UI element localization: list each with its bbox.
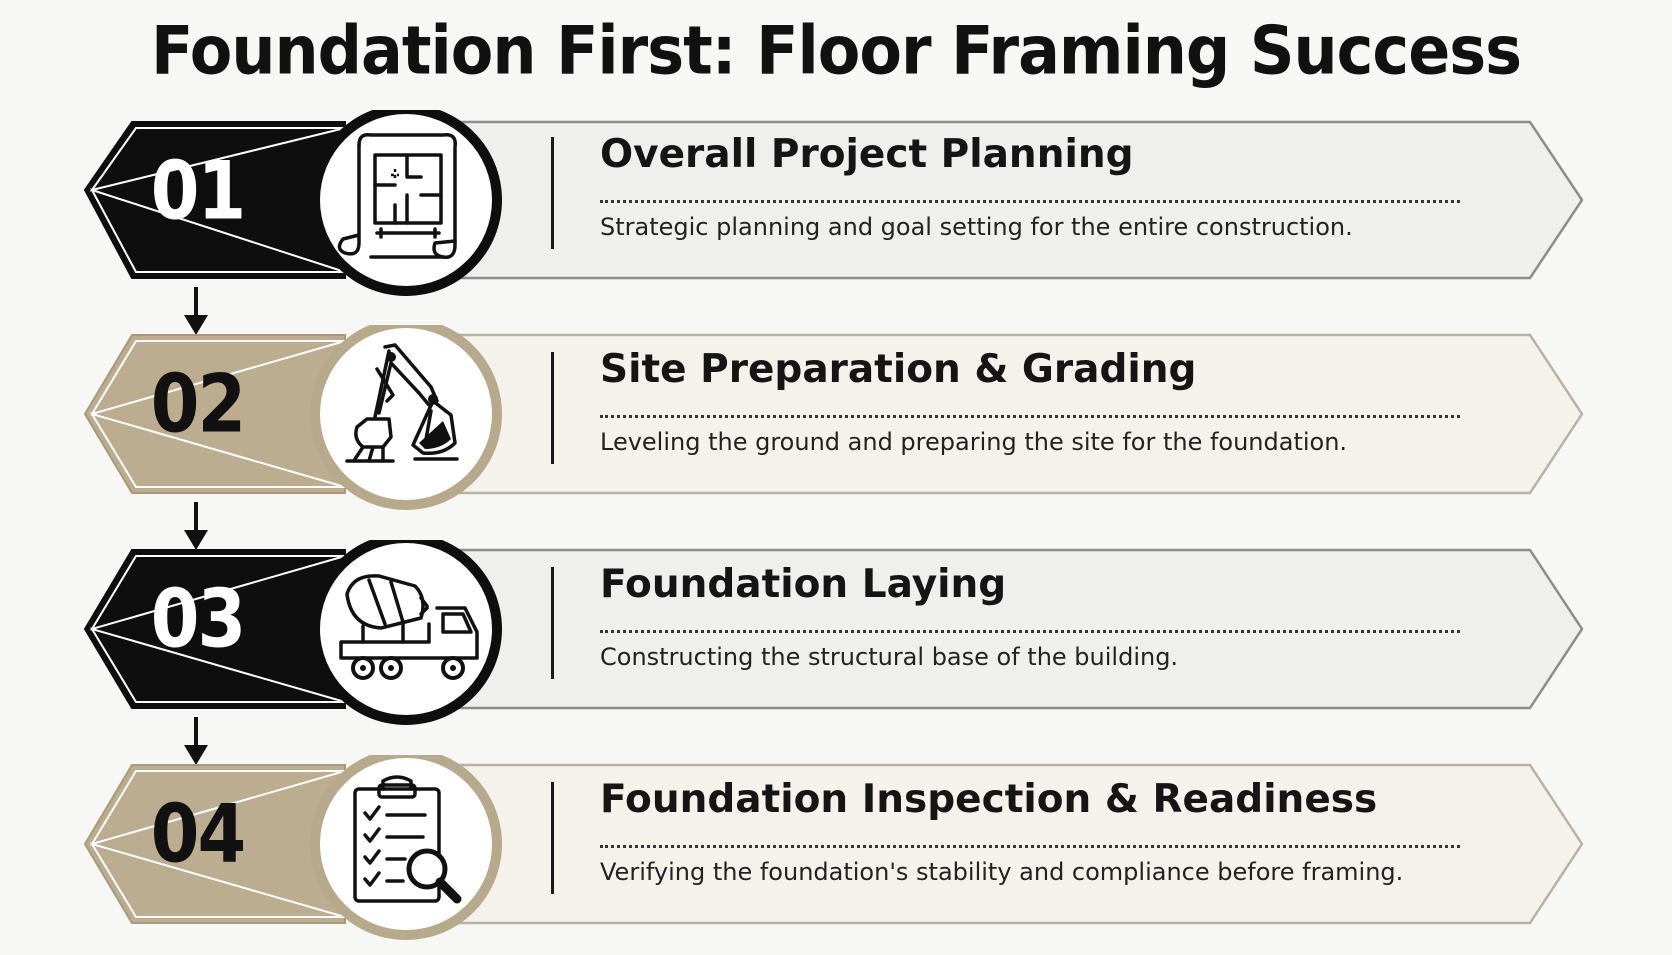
page-title: Foundation First: Floor Framing Success	[150, 11, 1522, 90]
inspection-clipboard-icon	[353, 775, 462, 904]
step-description: Leveling the ground and preparing the si…	[600, 428, 1348, 456]
separator	[551, 782, 554, 894]
down-arrow-icon	[184, 717, 208, 765]
step-title: Overall Project Planning	[600, 132, 1134, 177]
step-title: Site Preparation & Grading	[600, 347, 1197, 392]
down-arrow-icon	[184, 502, 208, 550]
dotted-divider	[600, 630, 1460, 633]
step-description: Verifying the foundation's stability and…	[600, 858, 1404, 886]
excavator-icon	[345, 343, 459, 463]
step-3-frame	[83, 540, 1584, 725]
step-3: 03 Foundation Laying Constructing the st…	[0, 540, 1672, 740]
step-number: 02	[150, 356, 246, 452]
separator	[551, 567, 554, 679]
dotted-divider	[600, 415, 1460, 418]
step-2-frame	[83, 325, 1584, 510]
step-4-frame	[83, 755, 1584, 940]
cement-mixer-truck-icon	[339, 574, 479, 680]
dotted-divider	[600, 200, 1460, 203]
step-description: Strategic planning and goal setting for …	[600, 213, 1353, 241]
step-1: 01 Overall Project Planning Strategic pl…	[0, 110, 1672, 310]
step-description: Constructing the structural base of the …	[600, 643, 1179, 671]
blueprint-icon	[337, 132, 457, 259]
dotted-divider	[600, 845, 1460, 848]
step-number: 01	[150, 143, 246, 239]
separator	[551, 137, 554, 249]
step-number: 04	[150, 786, 246, 882]
step-2: 02 Site Preparation & Grading Leveling t…	[0, 325, 1672, 525]
step-number: 03	[150, 571, 246, 667]
down-arrow-icon	[184, 287, 208, 335]
step-4: 04 Foundation Inspection & Readiness Ver…	[0, 755, 1672, 955]
step-title: Foundation Laying	[600, 562, 1007, 607]
separator	[551, 352, 554, 464]
step-title: Foundation Inspection & Readiness	[600, 777, 1378, 822]
